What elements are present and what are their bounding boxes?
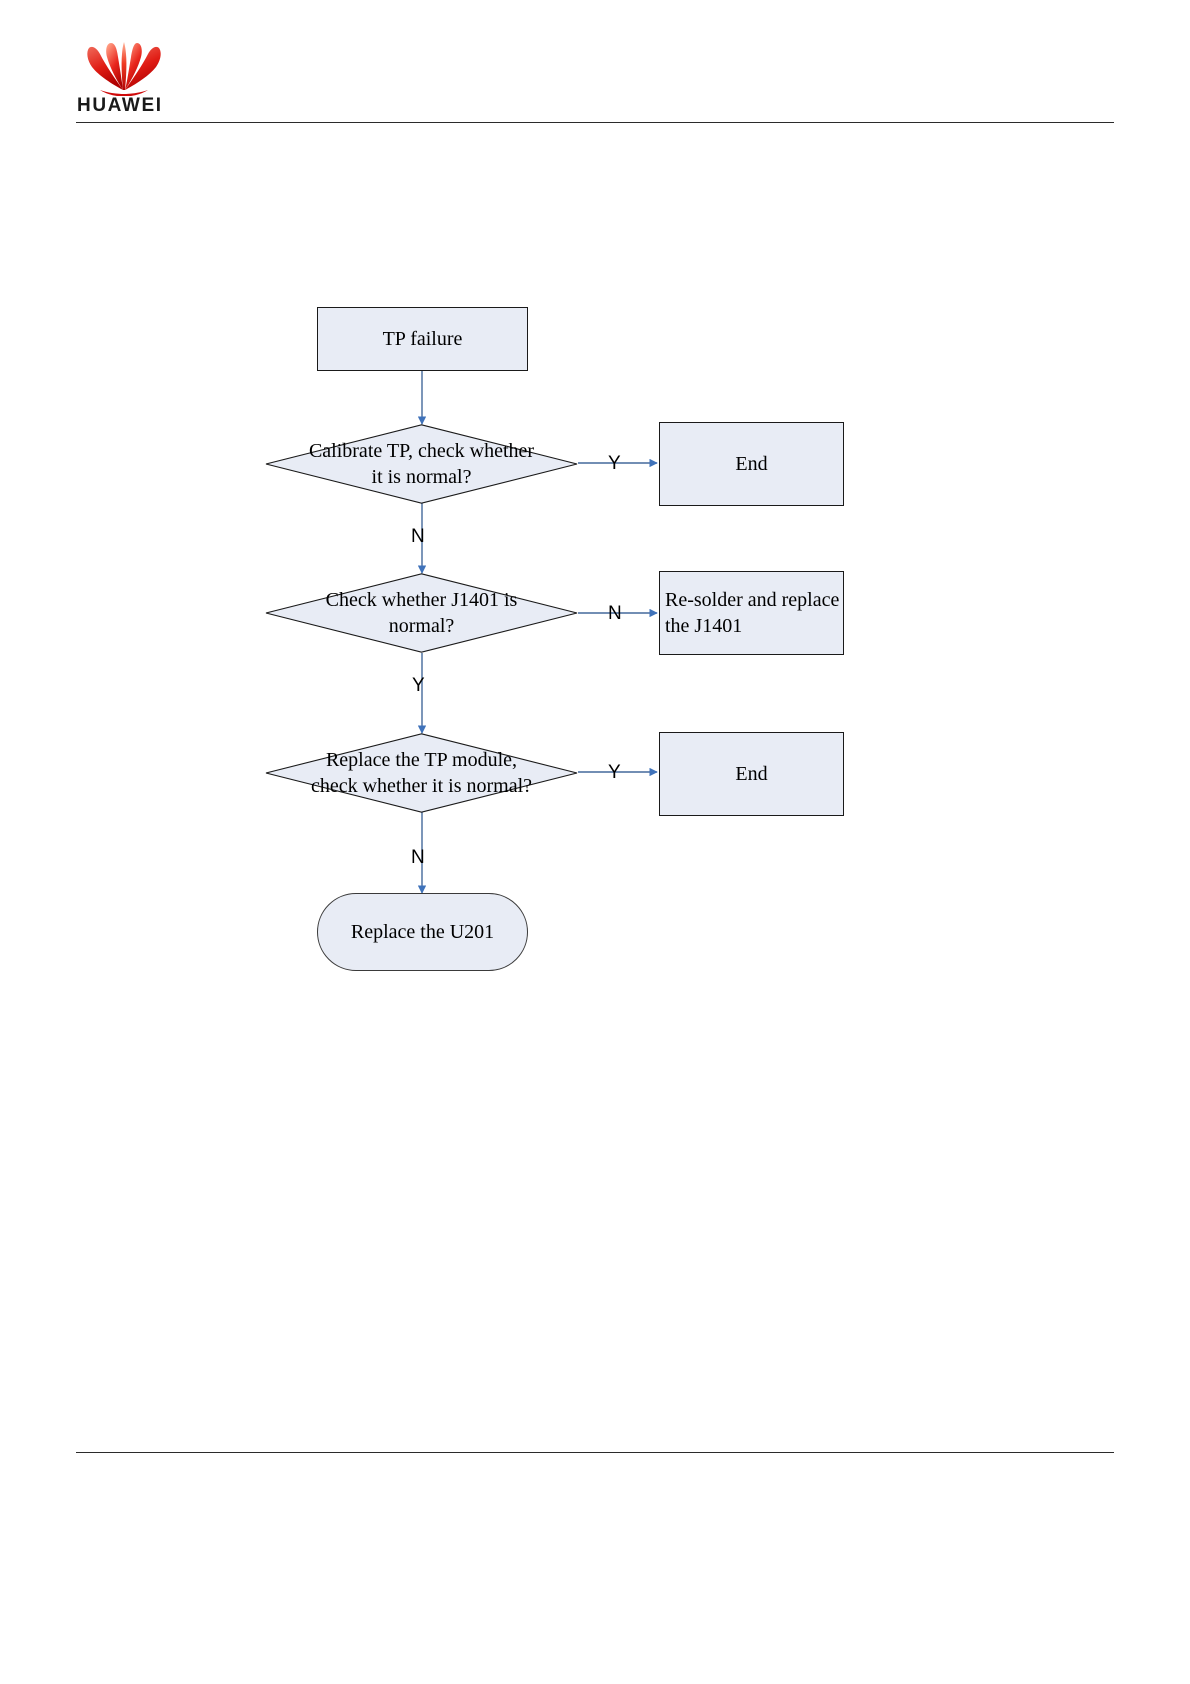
node-tp-failure[interactable]: TP failure: [317, 307, 528, 371]
footer-divider: [76, 1452, 1114, 1453]
node-resolder-j1401[interactable]: Re-solder and replace the J1401: [659, 571, 844, 655]
edge-label-d3-yes: Y: [608, 762, 621, 783]
huawei-logo: HUAWEI: [76, 40, 172, 116]
huawei-wordmark: HUAWEI: [77, 95, 163, 116]
header-divider: [76, 122, 1114, 123]
huawei-logo-mark: [87, 42, 161, 96]
node-end-1[interactable]: End: [659, 422, 844, 506]
node-end-2-label: End: [735, 763, 768, 785]
node-end-1-label: End: [735, 453, 768, 475]
node-end-2[interactable]: End: [659, 732, 844, 816]
edge-label-d2-yes: Y: [412, 675, 425, 696]
node-tp-failure-label: TP failure: [382, 328, 463, 350]
resolder-line1: Re-solder and replace: [665, 589, 840, 611]
diamond-shape-2: [265, 573, 578, 653]
node-decision-calibrate-tp[interactable]: Calibrate TP, check whether it is normal…: [265, 424, 578, 504]
node-resolder-j1401-label: Re-solder and replace the J1401: [665, 587, 843, 639]
edge-label-d1-no: N: [411, 526, 425, 547]
edge-label-d1-yes: Y: [608, 453, 621, 474]
edge-label-d3-no: N: [411, 847, 425, 868]
diamond-shape-3: [265, 733, 578, 813]
node-decision-replace-tp-module[interactable]: Replace the TP module, check whether it …: [265, 733, 578, 813]
edge-label-d2-no: N: [608, 603, 622, 624]
node-decision-check-j1401[interactable]: Check whether J1401 is normal?: [265, 573, 578, 653]
node-replace-u201[interactable]: Replace the U201: [317, 893, 528, 971]
diamond-shape-1: [265, 424, 578, 504]
node-replace-u201-label: Replace the U201: [350, 921, 495, 943]
resolder-line2: the J1401: [665, 615, 743, 637]
